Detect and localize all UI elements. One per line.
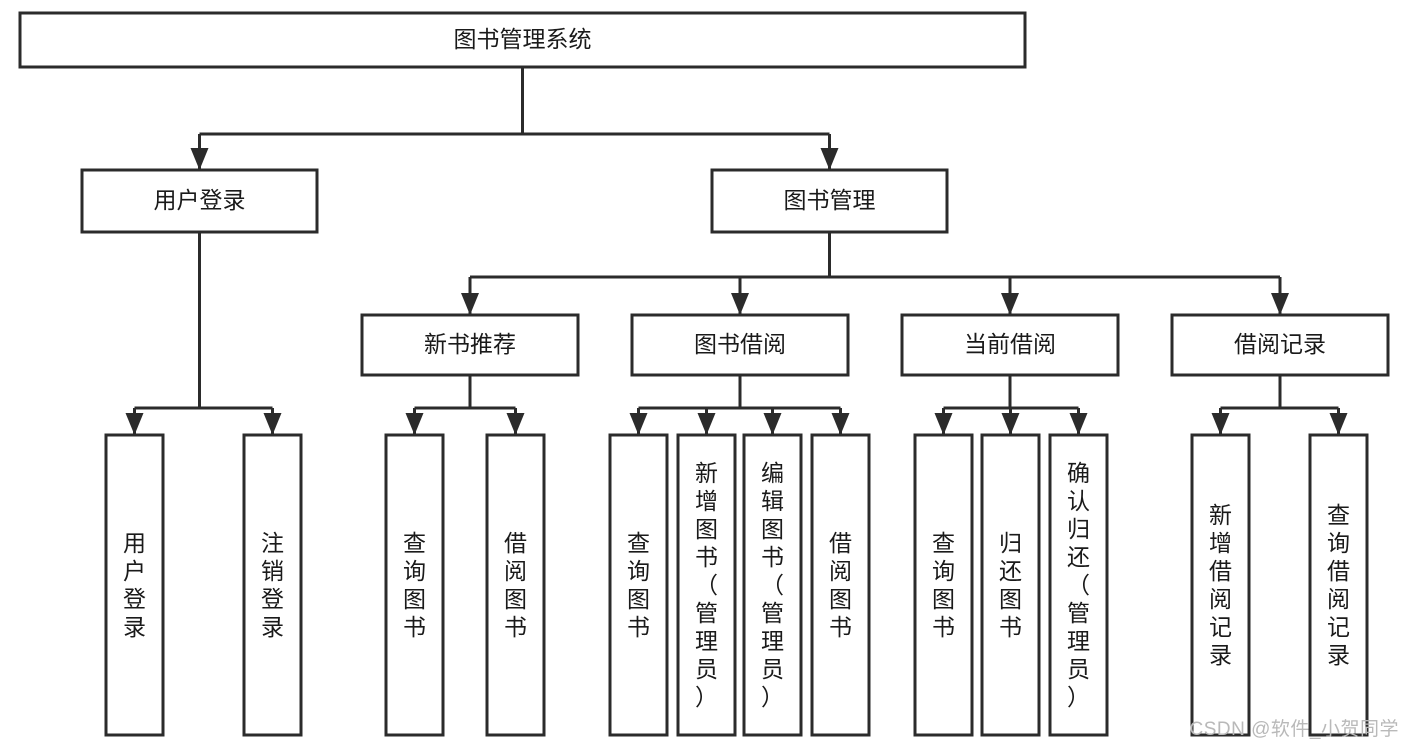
arrow-head-icon	[405, 413, 424, 435]
node-l3-1[interactable]: 图书借阅	[630, 313, 850, 377]
arrow-head-icon	[731, 293, 749, 315]
node-leaf-10[interactable]: 确认归还（管理员）	[1048, 433, 1109, 737]
node-box	[384, 433, 445, 737]
node-label: 编辑图书（管理员）	[761, 460, 784, 710]
node-box	[242, 433, 303, 737]
node-leaf-5[interactable]: 新增图书（管理员）	[676, 433, 737, 737]
node-label: 查询借阅记录	[1327, 502, 1350, 668]
node-box	[1308, 433, 1369, 737]
node-leaf-6[interactable]: 编辑图书（管理员）	[742, 433, 803, 737]
node-leaf-7[interactable]: 借阅图书	[810, 433, 871, 737]
node-label: 查询图书	[627, 530, 650, 640]
node-box	[676, 433, 737, 737]
arrow-head-icon	[506, 413, 525, 435]
arrow-head-icon	[629, 413, 648, 435]
arrow-head-icon	[1271, 293, 1289, 315]
node-box	[810, 433, 871, 737]
node-box	[18, 11, 1027, 69]
arrow-head-icon	[1001, 413, 1020, 435]
arrow-head-icon	[1069, 413, 1088, 435]
node-leaf-8[interactable]: 查询图书	[913, 433, 974, 737]
node-l3-3[interactable]: 借阅记录	[1170, 313, 1390, 377]
node-leaf-2[interactable]: 查询图书	[384, 433, 445, 737]
node-box	[980, 433, 1041, 737]
node-leaf-1[interactable]: 注销登录	[242, 433, 303, 737]
node-label: 图书借阅	[694, 331, 786, 357]
node-label: 借阅图书	[504, 530, 527, 640]
node-label: 图书管理	[784, 187, 876, 213]
node-layer: 图书管理系统用户登录图书管理新书推荐图书借阅当前借阅借阅记录用户登录注销登录查询…	[18, 11, 1390, 737]
node-l2-1[interactable]: 图书管理	[710, 168, 949, 234]
node-box	[485, 433, 546, 737]
node-label: 归还图书	[999, 530, 1022, 640]
node-box	[710, 168, 949, 234]
node-box	[608, 433, 669, 737]
node-label: 查询图书	[932, 530, 955, 640]
node-label: 借阅图书	[829, 530, 852, 640]
node-leaf-11[interactable]: 新增借阅记录	[1190, 433, 1251, 737]
node-leaf-4[interactable]: 查询图书	[608, 433, 669, 737]
node-box	[742, 433, 803, 737]
node-l3-2[interactable]: 当前借阅	[900, 313, 1120, 377]
node-box	[80, 168, 319, 234]
node-box	[900, 313, 1120, 377]
node-label: 当前借阅	[964, 331, 1056, 357]
node-box	[360, 313, 580, 377]
node-box	[913, 433, 974, 737]
node-label: 确认归还（管理员）	[1067, 460, 1090, 710]
node-leaf-0[interactable]: 用户登录	[104, 433, 165, 737]
arrow-head-icon	[263, 413, 282, 435]
arrow-head-icon	[125, 413, 144, 435]
node-box	[1170, 313, 1390, 377]
node-root-0[interactable]: 图书管理系统	[18, 11, 1027, 69]
node-box	[1190, 433, 1251, 737]
node-leaf-3[interactable]: 借阅图书	[485, 433, 546, 737]
arrow-head-icon	[697, 413, 716, 435]
node-leaf-12[interactable]: 查询借阅记录	[1308, 433, 1369, 737]
node-leaf-9[interactable]: 归还图书	[980, 433, 1041, 737]
arrow-head-icon	[1329, 413, 1348, 435]
node-box	[630, 313, 850, 377]
node-label: 新增借阅记录	[1209, 502, 1232, 668]
arrow-head-icon	[820, 148, 839, 170]
arrow-head-icon	[831, 413, 850, 435]
arrow-head-icon	[763, 413, 782, 435]
node-label: 注销登录	[261, 530, 284, 640]
node-label: 新增图书（管理员）	[695, 460, 718, 710]
node-label: 新书推荐	[424, 331, 516, 357]
arrow-head-icon	[190, 148, 209, 170]
node-label: 借阅记录	[1234, 331, 1326, 357]
node-label: 用户登录	[123, 530, 146, 640]
node-l2-0[interactable]: 用户登录	[80, 168, 319, 234]
arrow-head-icon	[1001, 293, 1019, 315]
node-box	[1048, 433, 1109, 737]
node-label: 用户登录	[154, 187, 246, 213]
node-label: 图书管理系统	[454, 26, 592, 52]
connector-layer	[125, 67, 1348, 435]
node-l3-0[interactable]: 新书推荐	[360, 313, 580, 377]
arrow-head-icon	[934, 413, 953, 435]
node-box	[104, 433, 165, 737]
node-label: 查询图书	[403, 530, 426, 640]
arrow-head-icon	[461, 293, 479, 315]
arrow-head-icon	[1211, 413, 1230, 435]
